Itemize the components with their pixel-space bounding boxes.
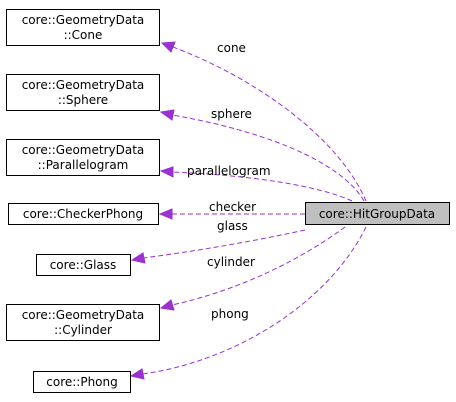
edge-label-cone: cone xyxy=(217,41,246,55)
edge-cylinder: cylinder xyxy=(159,226,346,311)
edge-cone: cone xyxy=(160,41,367,202)
edge-label-checker: checker xyxy=(209,200,256,214)
node-label-hitgroupdata: core::HitGroupData xyxy=(319,207,435,221)
node-geometrydata-parallelogram[interactable]: core::GeometryData ::Parallelogram xyxy=(6,139,160,176)
node-label-sphere-line1: core::GeometryData xyxy=(22,78,145,92)
node-label-checkerphong: core::CheckerPhong xyxy=(23,207,143,221)
edge-glass: glass xyxy=(130,219,306,264)
node-hitgroupdata-focus[interactable]: core::HitGroupData xyxy=(305,202,450,225)
edge-label-phong: phong xyxy=(211,307,249,321)
edge-line-phong xyxy=(142,226,367,375)
node-phong[interactable]: core::Phong xyxy=(33,371,131,393)
arrowhead-cone xyxy=(160,41,176,53)
node-label-cylinder-line2: ::Cylinder xyxy=(54,323,112,337)
node-geometrydata-cylinder[interactable]: core::GeometryData ::Cylinder xyxy=(6,304,160,341)
node-label-parallelogram-line2: ::Parallelogram xyxy=(38,158,129,172)
arrowhead-phong xyxy=(129,368,145,380)
edge-line-glass xyxy=(142,229,306,259)
node-label-cone-line1: core::GeometryData xyxy=(22,13,145,27)
edge-line-sphere xyxy=(171,114,365,202)
node-label-cone-line2: ::Cone xyxy=(64,28,103,42)
edge-label-cylinder: cylinder xyxy=(207,255,255,269)
edge-sphere: sphere xyxy=(159,107,365,202)
node-geometrydata-cone[interactable]: core::GeometryData ::Cone xyxy=(6,9,160,46)
node-label-sphere-line2: ::Sphere xyxy=(58,93,108,107)
arrowhead-cylinder xyxy=(159,299,175,311)
node-checkerphong[interactable]: core::CheckerPhong xyxy=(8,203,159,225)
edge-label-glass: glass xyxy=(217,219,248,233)
edge-phong: phong xyxy=(129,226,367,380)
node-label-phong: core::Phong xyxy=(46,375,117,389)
node-label-cylinder-line1: core::GeometryData xyxy=(22,308,145,322)
edge-checker: checker xyxy=(158,200,305,220)
node-geometrydata-sphere[interactable]: core::GeometryData ::Sphere xyxy=(6,74,160,111)
edge-line-parallelogram xyxy=(171,171,353,202)
edge-parallelogram: parallelogram xyxy=(159,164,353,202)
node-glass[interactable]: core::Glass xyxy=(36,254,131,276)
node-label-parallelogram-line1: core::GeometryData xyxy=(22,143,145,157)
arrowhead-sphere xyxy=(159,109,175,121)
edge-line-cylinder xyxy=(171,226,346,306)
node-label-glass: core::Glass xyxy=(50,258,117,272)
arrowhead-glass xyxy=(130,252,146,264)
edge-label-parallelogram: parallelogram xyxy=(187,164,271,178)
edge-label-sphere: sphere xyxy=(211,107,252,121)
edge-line-cone xyxy=(172,46,367,202)
arrowhead-parallelogram xyxy=(159,166,174,178)
arrowhead-checker xyxy=(158,208,173,220)
